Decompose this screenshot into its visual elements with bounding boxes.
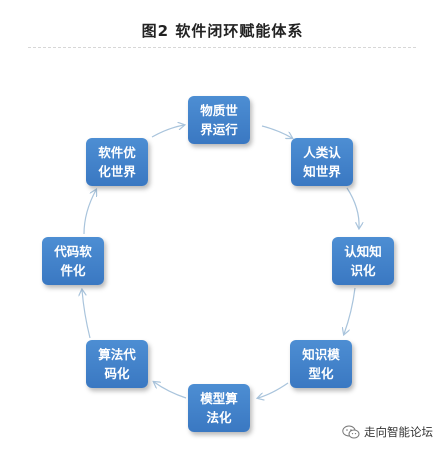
- arrow-1-to-2: [261, 125, 292, 138]
- arrow-3-to-4: [344, 287, 356, 334]
- node-label-line2: 码化: [104, 366, 130, 381]
- arrow-2-to-3: [346, 187, 359, 228]
- node-label-line2: 界运行: [200, 122, 238, 137]
- node-label-line1: 代码软: [54, 244, 92, 259]
- watermark: 走向智能论坛: [342, 424, 433, 440]
- node-code-software: 代码软 件化: [42, 237, 104, 285]
- node-knowledge-model: 知识模 型化: [290, 340, 352, 388]
- node-label-line2: 知世界: [303, 164, 341, 179]
- node-label-line2: 件化: [60, 263, 86, 278]
- arrow-4-to-5: [258, 382, 289, 398]
- diagram-title: 图2 软件闭环赋能体系: [141, 22, 304, 40]
- wechat-icon: [342, 425, 360, 439]
- node-software-optimize: 软件优 化世界: [86, 138, 148, 186]
- node-label-line1: 模型算: [200, 391, 238, 406]
- node-label-line1: 认知知: [344, 244, 382, 259]
- node-label-line1: 知识模: [302, 347, 340, 362]
- node-algorithm-code: 算法代 码化: [86, 340, 148, 388]
- node-label-line2: 型化: [308, 366, 334, 381]
- node-model-algorithm: 模型算 法化: [188, 384, 250, 432]
- node-human-cognition: 人类认 知世界: [291, 138, 353, 186]
- node-cognition-knowledge: 认知知 识化: [332, 237, 394, 285]
- watermark-text: 走向智能论坛: [364, 425, 433, 439]
- arrow-6-to-7: [82, 290, 91, 339]
- node-physical-world: 物质世 界运行: [188, 96, 250, 144]
- node-label-line1: 人类认: [303, 145, 341, 160]
- node-label-line2: 法化: [206, 410, 232, 425]
- node-label-line1: 算法代: [98, 347, 136, 362]
- node-label-line1: 物质世: [200, 103, 238, 118]
- node-label-line2: 化世界: [98, 164, 136, 179]
- arrow-5-to-6: [154, 382, 187, 399]
- title-divider: [28, 47, 416, 48]
- node-label-line2: 识化: [350, 263, 376, 278]
- node-label-line1: 软件优: [98, 145, 136, 160]
- arrow-7-to-8: [83, 190, 96, 235]
- arrow-8-to-1: [151, 125, 184, 138]
